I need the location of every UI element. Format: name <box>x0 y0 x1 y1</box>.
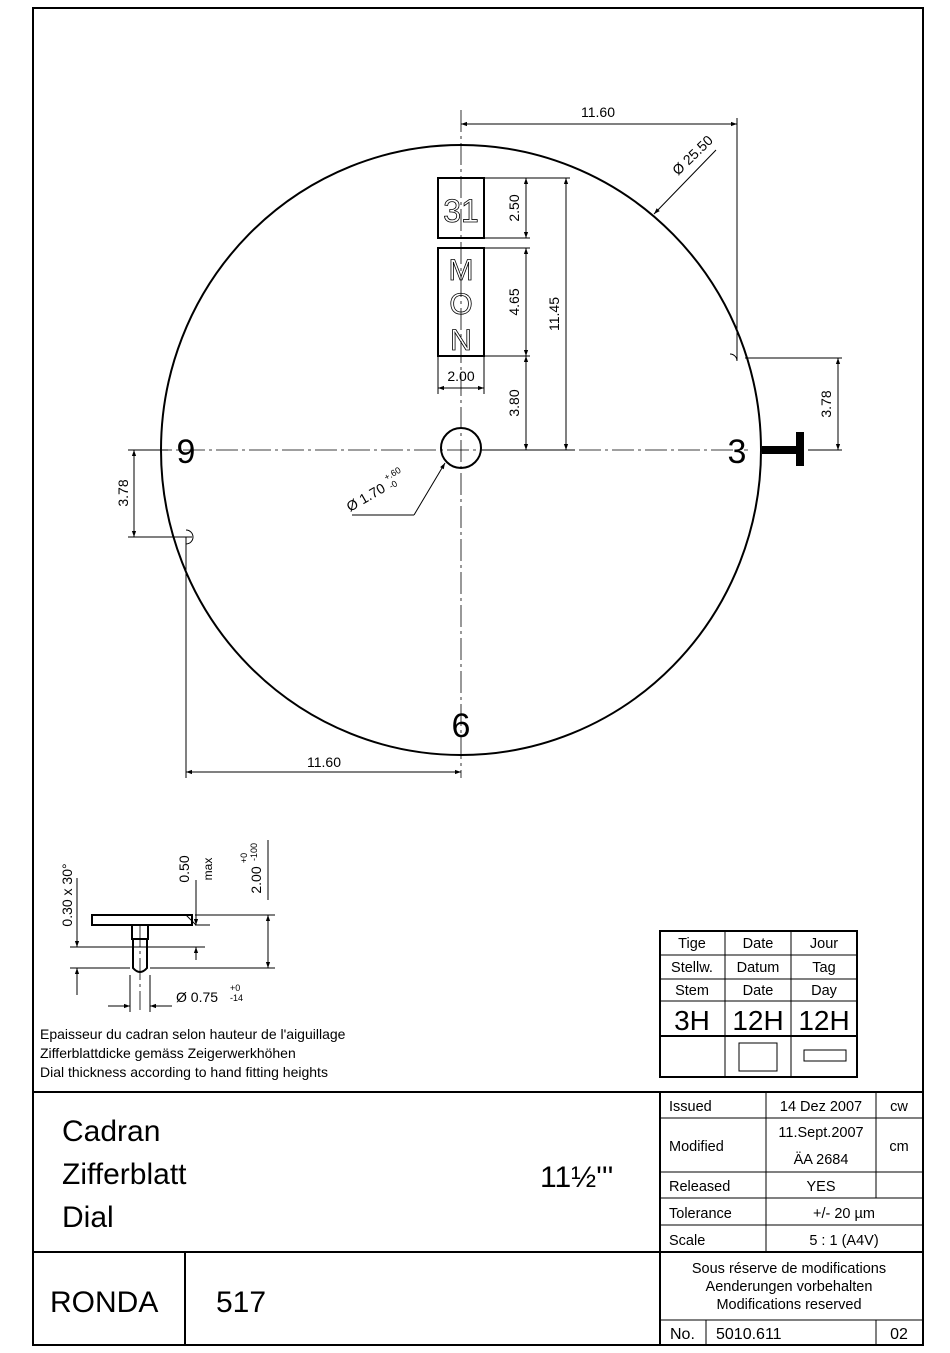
right-foot-mark <box>729 353 738 362</box>
title-block: Cadran Zifferblatt Dial 11½''' RONDA 517… <box>33 1091 923 1345</box>
dim-diameter: Ø 25.50 <box>669 132 716 178</box>
scale-label: Scale <box>669 1233 705 1249</box>
chamfer-label: 0.30 x 30° <box>59 863 75 926</box>
reserve-note-en: Modifications reserved <box>716 1297 861 1313</box>
day-letter-1: M <box>449 254 474 287</box>
modified-ref: ÄA 2684 <box>794 1151 849 1168</box>
center-hole-label: Ø 1.70 +.60 -0 <box>344 465 403 515</box>
day-window <box>437 247 485 357</box>
foot-detail: 0.30 x 30° 0.50 max 2.00 +0 -100 Ø 0.75 … <box>59 840 275 1012</box>
position-table: Tige Date Jour Stellw. Datum Tag Stem Da… <box>659 930 858 1078</box>
note-line-2: Zifferblattdicke gemäss Zeigerwerkhöhen <box>40 1045 296 1061</box>
date-window <box>437 177 485 239</box>
dial-drawing: 9 3 6 31 M O N 11.60 Ø 25.50 2.50 4 <box>115 104 842 778</box>
table-cell: Day <box>811 983 838 999</box>
no-label: No. <box>670 1326 695 1343</box>
released-label: Released <box>669 1179 730 1195</box>
dim-bottom-width: 11.60 <box>307 754 341 770</box>
position-value: 3H <box>674 1005 710 1036</box>
drawing-number: 5010.611 <box>716 1326 782 1343</box>
dim-date-height: 2.50 <box>506 194 522 221</box>
table-cell: Datum <box>737 960 780 976</box>
center-hole-tol-lower: -0 <box>387 478 399 491</box>
table-cell: Stellw. <box>671 960 713 976</box>
dim-window-offset: 3.80 <box>506 389 522 416</box>
table-cell: Jour <box>810 936 838 952</box>
numeral-9: 9 <box>177 433 196 471</box>
numeral-3: 3 <box>728 433 747 471</box>
max-value-label: 0.50 <box>176 855 192 882</box>
released-value: YES <box>806 1179 835 1195</box>
title-fr: Cadran <box>62 1115 160 1148</box>
modified-label: Modified <box>669 1139 724 1155</box>
caliber-number: 517 <box>216 1286 266 1319</box>
dim-window-total: 11.45 <box>546 297 562 331</box>
day-letter-2: O <box>449 288 472 321</box>
brand-name: RONDA <box>50 1286 158 1319</box>
date-window-text: 31 <box>443 193 479 229</box>
dim-day-height: 4.65 <box>506 288 522 315</box>
modified-by: cm <box>889 1139 908 1155</box>
rect-window-icon <box>803 1049 847 1062</box>
reserve-note-de: Aenderungen vorbehalten <box>706 1279 873 1295</box>
leader-line <box>413 462 446 516</box>
dim-right-foot-offset: 3.78 <box>818 390 834 417</box>
foot-tol-lower: -14 <box>230 993 243 1003</box>
issued-by: cw <box>890 1099 908 1115</box>
table-cell: Tag <box>812 960 835 976</box>
dim-window-width: 2.00 <box>447 368 474 384</box>
dim-center-hole: Ø 1.70 <box>344 480 389 515</box>
day-letter-3: N <box>450 324 472 357</box>
calibre-size: 11½''' <box>540 1161 613 1194</box>
title-de: Zifferblatt <box>62 1158 187 1191</box>
revision-number: 02 <box>890 1326 908 1343</box>
height-tol-lower: -100 <box>249 843 259 861</box>
numeral-6: 6 <box>452 707 471 745</box>
tolerance-label: Tolerance <box>669 1206 732 1222</box>
center-hole <box>440 427 482 469</box>
issued-label: Issued <box>669 1099 712 1115</box>
diameter-leader <box>653 149 717 215</box>
foot-tol-upper: +0 <box>230 983 240 993</box>
dim-left-foot-offset: 3.78 <box>115 479 131 506</box>
dim-top-width: 11.60 <box>581 104 615 120</box>
max-label: max <box>201 858 215 881</box>
title-en: Dial <box>62 1201 114 1234</box>
square-window-icon <box>738 1042 778 1072</box>
height-tol-upper: +0 <box>239 853 249 863</box>
foot-diameter-label: Ø 0.75 <box>176 989 218 1005</box>
position-value: 12H <box>732 1005 783 1036</box>
tolerance-value: +/- 20 µm <box>813 1206 875 1222</box>
reserve-note-fr: Sous réserve de modifications <box>692 1261 886 1277</box>
table-cell: Stem <box>675 983 709 999</box>
table-cell: Date <box>743 936 774 952</box>
table-cell: Tige <box>678 936 706 952</box>
modified-date: 11.Sept.2007 <box>778 1125 863 1141</box>
height-label: 2.00 <box>248 866 264 893</box>
issued-date: 14 Dez 2007 <box>780 1099 862 1115</box>
crown-icon <box>762 432 804 466</box>
table-cell: Date <box>743 983 774 999</box>
note-line-1: Epaisseur du cadran selon hauteur de l'a… <box>40 1026 346 1042</box>
note-line-3: Dial thickness according to hand fitting… <box>40 1064 328 1080</box>
sheet-frame <box>32 7 924 1346</box>
left-foot-mark <box>185 529 194 545</box>
dial-plate-section <box>91 914 193 926</box>
scale-value: 5 : 1 (A4V) <box>809 1233 878 1249</box>
position-value: 12H <box>798 1005 849 1036</box>
